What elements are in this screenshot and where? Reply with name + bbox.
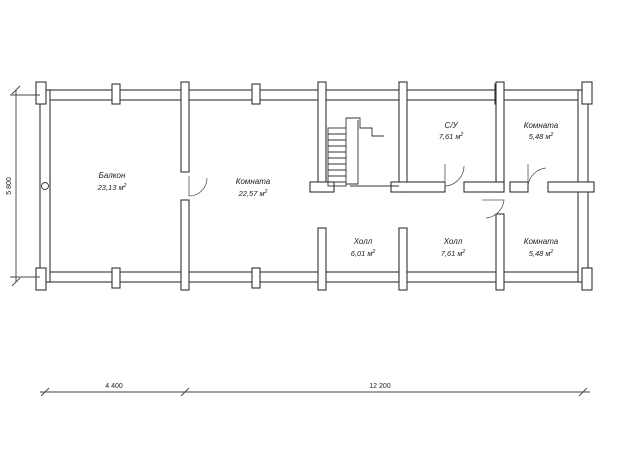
room-name-room-3: Комната bbox=[524, 237, 559, 246]
room-area-hall-2: 7,61 м2 bbox=[441, 249, 466, 258]
room-area-balcony: 23,13 м2 bbox=[97, 183, 127, 192]
partition-bath-left-top bbox=[398, 81, 408, 193]
corner-log-tr bbox=[581, 81, 593, 105]
room-name-bath: С/У bbox=[444, 121, 458, 130]
room-name-room-1: Комната bbox=[236, 177, 271, 186]
interior-walls bbox=[180, 81, 595, 291]
partition-bath-right-bottom bbox=[495, 213, 505, 291]
room-labels: Балкон 23,13 м2 Комната 22,57 м2 С/У 7,6… bbox=[97, 121, 559, 258]
mid-wall-room-right bbox=[547, 181, 595, 193]
mid-wall-bath-left bbox=[390, 181, 446, 193]
partition-bath-left-bottom bbox=[398, 227, 408, 291]
partition-balcony-top bbox=[180, 81, 190, 173]
top-wall bbox=[39, 89, 591, 101]
door-balcony[interactable] bbox=[188, 176, 208, 197]
door-bath[interactable] bbox=[444, 164, 465, 187]
stair-landing bbox=[346, 117, 384, 137]
mid-wall-bath-right bbox=[463, 181, 505, 193]
room-area-room-3: 5,48 м2 bbox=[529, 249, 554, 258]
dimension-width-right: 12 200 bbox=[369, 383, 391, 390]
stair-rail bbox=[346, 120, 359, 185]
bottom-wall bbox=[39, 271, 591, 283]
partition-room-bottom bbox=[317, 227, 327, 291]
stair-flight bbox=[327, 127, 347, 187]
room-area-room-1: 22,57 м2 bbox=[238, 189, 268, 198]
room-area-bath: 7,61 м2 bbox=[439, 132, 464, 141]
dimension-height-label: 5 800 bbox=[6, 177, 13, 195]
bottom-wall-stubs bbox=[111, 267, 261, 289]
partition-room-top bbox=[317, 81, 327, 193]
partition-balcony-bottom bbox=[180, 199, 190, 291]
dimension-width: 4 400 12 200 bbox=[40, 383, 590, 397]
room-name-balcony: Балкон bbox=[99, 171, 126, 180]
post-marker bbox=[41, 182, 49, 190]
mid-wall-room-left bbox=[509, 181, 529, 193]
room-name-hall-1: Холл bbox=[353, 237, 373, 246]
staircase bbox=[327, 117, 399, 187]
door-room-2[interactable] bbox=[527, 164, 547, 187]
partition-bath-right-top bbox=[495, 81, 505, 193]
mid-wall-stair bbox=[309, 181, 335, 193]
dimension-height: 5 800 bbox=[6, 85, 40, 287]
room-area-hall-1: 6,01 м2 bbox=[351, 249, 376, 258]
door-room-3[interactable] bbox=[482, 199, 505, 219]
corner-log-br bbox=[581, 267, 593, 291]
dimension-width-left: 4 400 bbox=[105, 383, 123, 390]
room-name-hall-2: Холл bbox=[443, 237, 463, 246]
corner-log-bl bbox=[35, 267, 47, 291]
corner-log-tl bbox=[35, 81, 47, 105]
room-area-room-2: 5,48 м2 bbox=[529, 132, 554, 141]
doors bbox=[188, 164, 547, 219]
room-name-room-2: Комната bbox=[524, 121, 559, 130]
